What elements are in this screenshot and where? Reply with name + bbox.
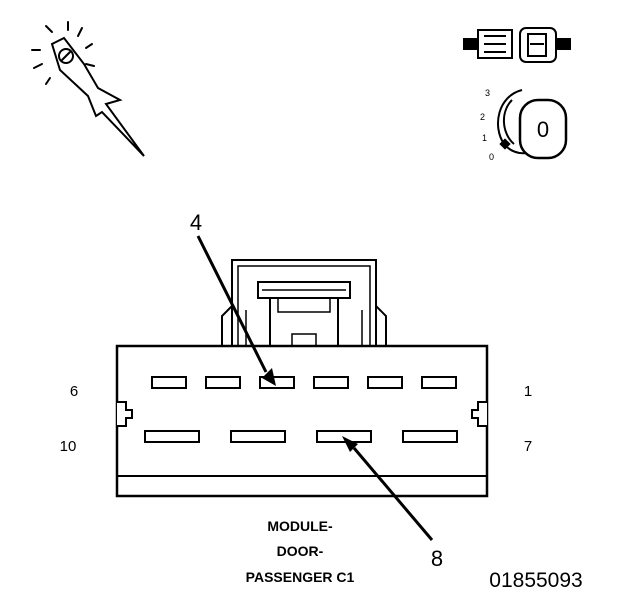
callout-4: 4 [190, 210, 276, 386]
side-key-right [471, 401, 487, 427]
plug-ribs [484, 35, 506, 53]
probe-mark [61, 51, 71, 61]
probe-ray [85, 43, 93, 49]
figure-id: 01855093 [489, 569, 582, 592]
callout-8-label: 8 [431, 546, 443, 571]
top-row-cavities [151, 376, 457, 389]
cavity-pin-10 [144, 430, 200, 443]
latch-side-right [375, 305, 387, 346]
key-position-label: 0 [537, 117, 549, 142]
cavity-pin-7 [402, 430, 458, 443]
ignition-position-3: 3 [485, 88, 490, 98]
connector-name-line-3: PASSENGER C1 [246, 569, 355, 585]
connector-c1 [115, 259, 489, 498]
probe-ray [45, 77, 51, 85]
plug-socket [527, 33, 547, 57]
cavity-pin-1 [421, 376, 457, 389]
connector-body [115, 344, 489, 498]
pin-label-1: 1 [524, 383, 532, 400]
bottom-row-cavities [144, 430, 458, 443]
connector-name-line-2: DOOR- [277, 543, 324, 559]
callout-4-leader [196, 235, 268, 373]
ignition-position-0: 0 [489, 152, 494, 162]
ignition-key-off-icon: 0 3 2 1 0 [480, 88, 568, 162]
cavity-pin-3 [313, 376, 349, 389]
pin-label-7: 7 [524, 438, 532, 455]
side-key-left [117, 401, 133, 427]
latch-outer [231, 259, 377, 346]
probe-ray [33, 63, 43, 69]
cavity-pin-6 [151, 376, 187, 389]
latch-inner [237, 265, 371, 346]
cavity-pin-8 [316, 430, 372, 443]
callout-8-leader [352, 447, 434, 541]
probe-ray [77, 27, 83, 37]
cavity-pin-5 [205, 376, 241, 389]
key-head [518, 98, 568, 160]
probe-ray [85, 63, 95, 67]
disconnect-connector-icon [463, 27, 571, 63]
connector-name-line-1: MODULE- [267, 518, 333, 534]
latch-side-left [221, 305, 233, 346]
latch-tab [277, 298, 331, 313]
cavity-pin-2 [367, 376, 403, 389]
pin-label-6: 6 [70, 383, 78, 400]
wire-left [463, 38, 479, 50]
probe-body [50, 36, 145, 157]
latch-notch [291, 333, 317, 346]
wire-right [555, 38, 571, 50]
back-probe-icon [31, 21, 145, 157]
ignition-barrel-inner [503, 99, 515, 145]
latch-guides [245, 310, 363, 346]
latch-legs [269, 298, 339, 346]
probe-ray [45, 25, 53, 33]
callout-8: 8 [342, 436, 443, 571]
ignition-position-2: 2 [480, 112, 485, 122]
cavity-pin-4 [259, 376, 295, 389]
pin-label-10: 10 [60, 438, 77, 455]
ignition-position-1: 1 [482, 133, 487, 143]
callout-8-arrowhead [342, 436, 358, 452]
cavity-pin-9 [230, 430, 286, 443]
key-pointer [499, 138, 511, 150]
callout-4-arrowhead [262, 368, 276, 386]
callout-4-label: 4 [190, 210, 202, 235]
